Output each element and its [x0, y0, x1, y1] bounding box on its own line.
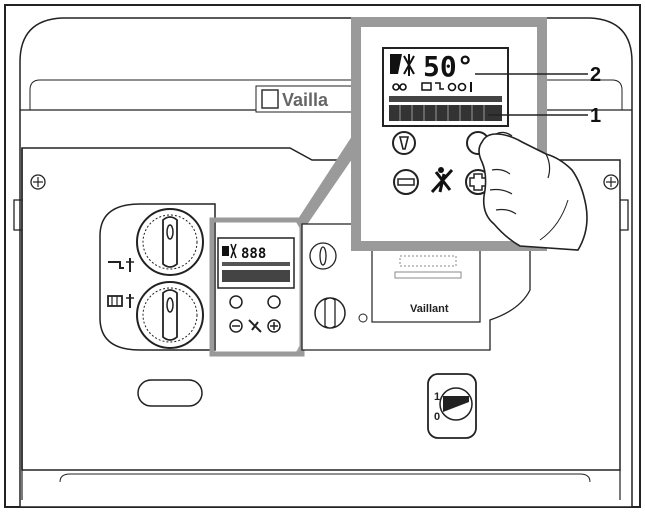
- small-sweep-button[interactable]: [229, 295, 243, 309]
- callout-label-display: 2: [590, 64, 601, 86]
- pressure-gauge: [309, 242, 337, 270]
- main-power-switch[interactable]: 1 0: [427, 373, 477, 439]
- brand-name: Vailla: [282, 90, 329, 110]
- pointing-hand-icon: [478, 131, 588, 251]
- panel-handle: [137, 379, 203, 407]
- switch-on-label: 1: [434, 391, 440, 403]
- hot-water-knob[interactable]: [136, 208, 204, 276]
- hot-water-tap-icon: [108, 258, 134, 272]
- callout-label-button: 1: [590, 105, 601, 127]
- lcd-status-icons: [392, 82, 472, 92]
- chimney-sweep-button[interactable]: [392, 131, 416, 155]
- radiator-icon: [107, 294, 134, 308]
- switch-off-label: 0: [434, 411, 440, 423]
- chimney-sweep-icon: [430, 167, 454, 194]
- tap-indicator-icon: [403, 54, 415, 76]
- zoomed-lcd-temperature: 50°: [423, 50, 474, 83]
- lcd-bar-top: [389, 96, 502, 102]
- minus-icon: [397, 178, 415, 186]
- heating-knob[interactable]: [136, 281, 204, 349]
- plus-icon: [469, 173, 487, 191]
- screw-right-icon: [603, 174, 619, 190]
- flame-icon: [390, 54, 402, 74]
- small-control-unit: 888: [217, 237, 295, 333]
- plus-button[interactable]: [465, 169, 491, 195]
- zoomed-control-unit: 50°: [382, 47, 509, 195]
- lcd-bar-bottom: [389, 105, 502, 121]
- small-brand-label: Vaillant: [410, 303, 449, 315]
- small-lcd-digits: 888: [241, 246, 266, 262]
- small-chimney-sweep-icon: [248, 319, 262, 333]
- small-info-button[interactable]: [267, 295, 281, 309]
- reset-knob[interactable]: [314, 297, 346, 329]
- screw-left-icon: [30, 174, 46, 190]
- minus-button[interactable]: [393, 169, 419, 195]
- brand-logo-icon: [261, 89, 279, 109]
